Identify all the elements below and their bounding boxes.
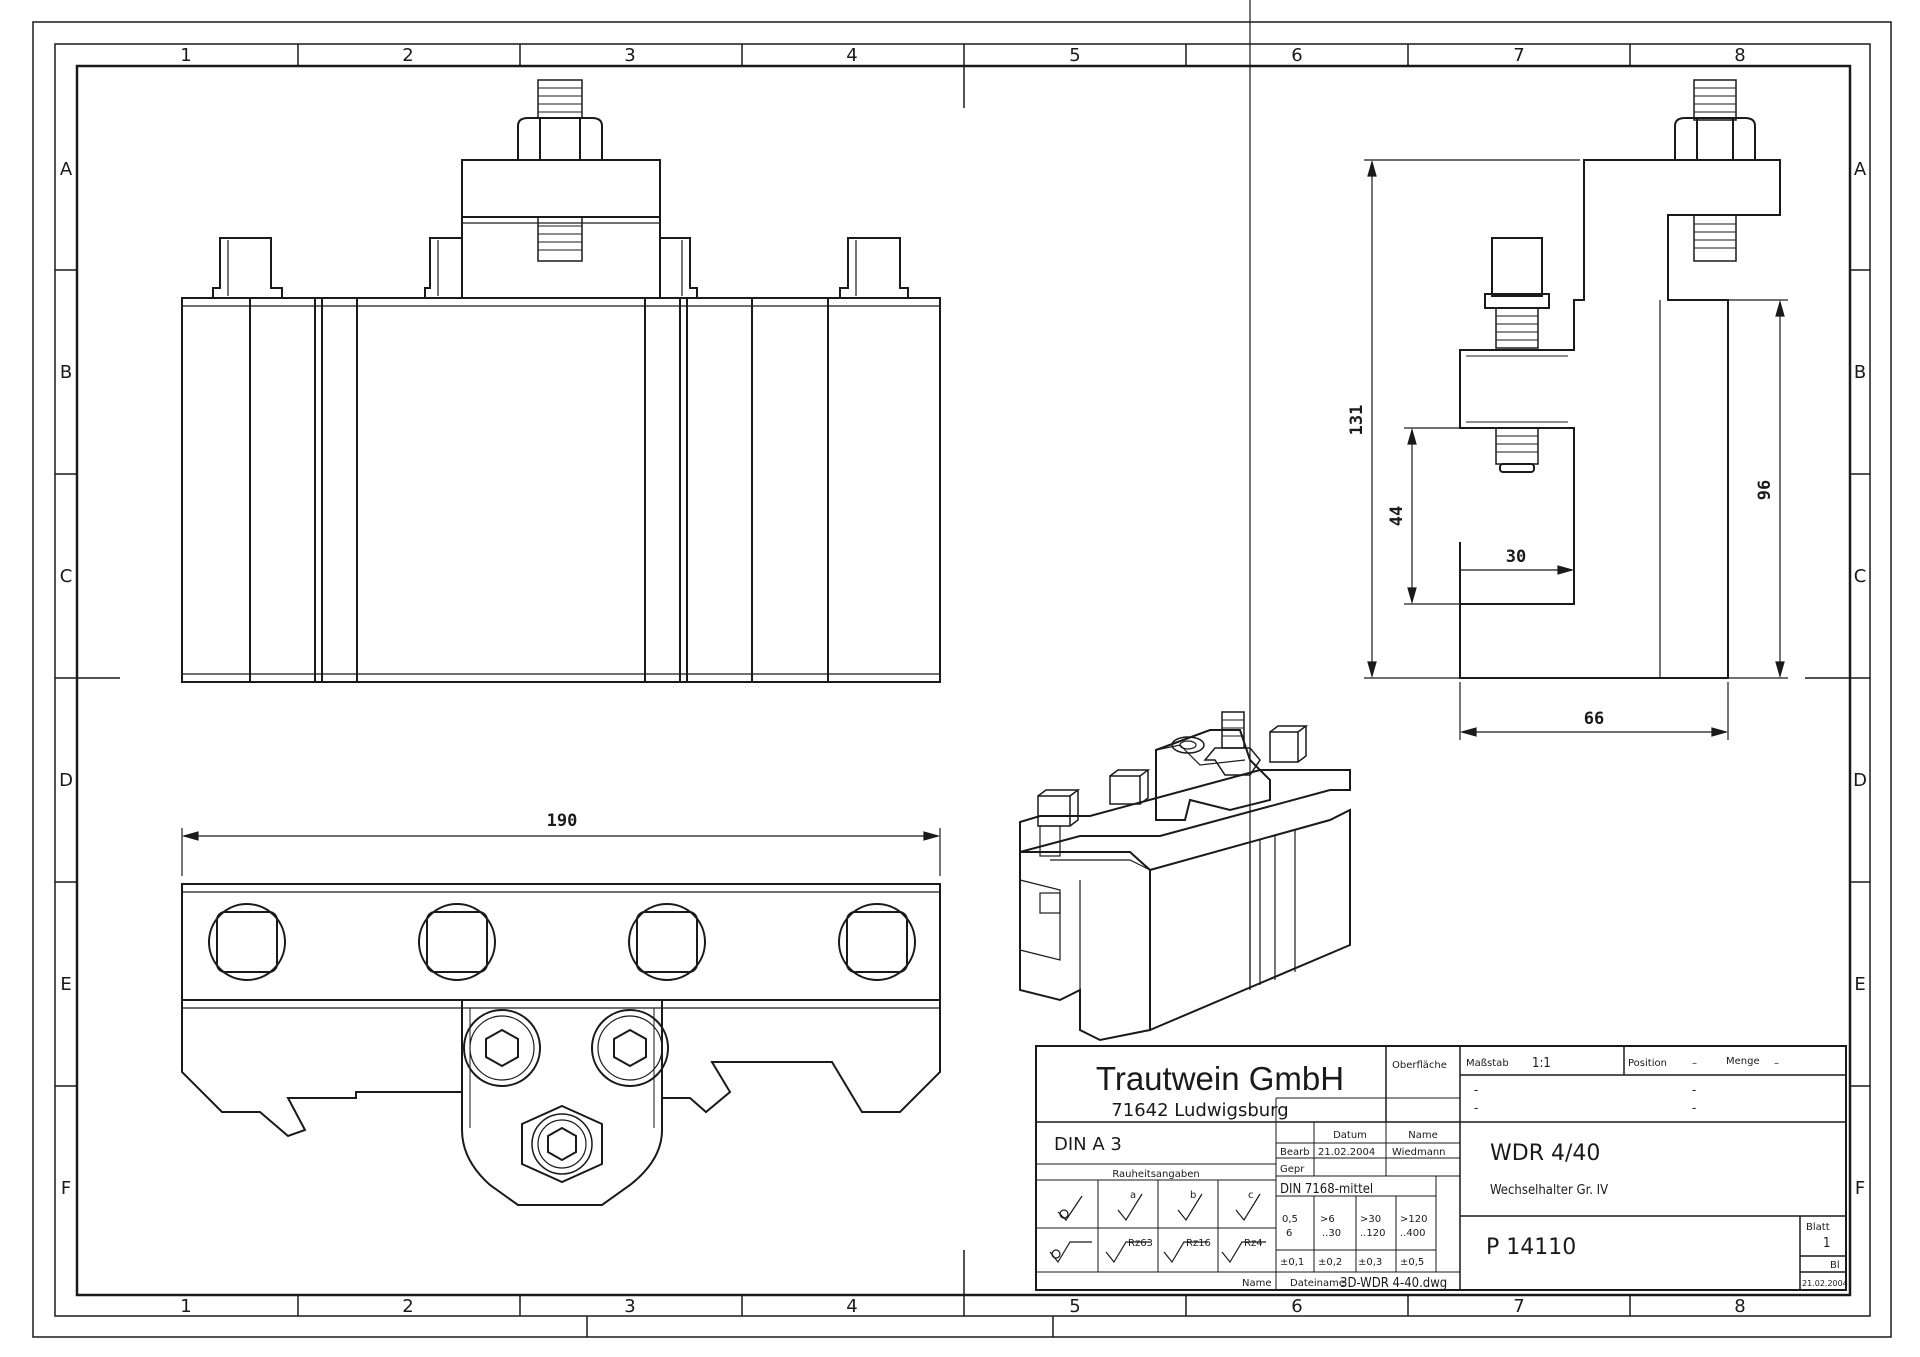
scale-label: Maßstab (1466, 1058, 1509, 1069)
sheet-label: Blatt (1806, 1222, 1830, 1233)
row-label-left: B (60, 362, 72, 383)
col-label-top: 7 (1513, 45, 1524, 66)
gepr-label: Gepr (1280, 1164, 1305, 1175)
row-label-right: A (1854, 159, 1867, 180)
side-view (1459, 79, 1781, 679)
roughness-mark: Rz63 (1128, 1238, 1153, 1249)
tol-range-top: 0,5 (1282, 1214, 1298, 1225)
row-label-right: B (1854, 362, 1866, 383)
dimension-66: 66 (1584, 709, 1604, 729)
col-label-bottom: 7 (1513, 1296, 1524, 1317)
date-header: Datum (1333, 1130, 1367, 1141)
part-name: WDR 4/40 (1490, 1141, 1600, 1166)
dash: - (1692, 1083, 1696, 1098)
bearb-name: Wiedmann (1392, 1147, 1446, 1158)
quantity-label: Menge (1726, 1056, 1760, 1067)
row-label-left: C (60, 566, 73, 587)
tol-range-bottom: ..120 (1360, 1228, 1385, 1239)
date-stamp: 21.02.2004 (1802, 1279, 1848, 1288)
grid-labels: 1 2 3 4 5 6 7 8 1 2 3 4 5 6 7 8 A B C D … (59, 45, 1867, 1317)
tol-range-top: >30 (1360, 1214, 1381, 1225)
dash: - (1692, 1101, 1696, 1116)
isometric-view (1019, 0, 1351, 1042)
dash: - (1474, 1083, 1478, 1098)
name-header: Name (1408, 1130, 1438, 1141)
roughness-letter: c (1248, 1190, 1254, 1201)
bearb-date: 21.02.2004 (1318, 1147, 1375, 1158)
col-label-bottom: 2 (402, 1296, 413, 1317)
dash: - (1474, 1101, 1478, 1116)
tol-range-top: >120 (1400, 1214, 1427, 1225)
row-label-left: A (60, 159, 73, 180)
dimension-44: 44 (1387, 506, 1407, 526)
column-grid-top (297, 44, 1631, 108)
tol-range-bottom: 6 (1286, 1228, 1292, 1239)
company-name: Trautwein GmbH (1096, 1060, 1344, 1097)
col-label-bottom: 5 (1069, 1296, 1080, 1317)
top-view (181, 828, 941, 1206)
row-label-left: E (60, 974, 71, 995)
front-view (181, 79, 941, 683)
side-view-dimension-text: 131 44 96 30 66 (1347, 405, 1775, 729)
title-block-text: Trautwein GmbH 71642 Ludwigsburg Oberflä… (1054, 1056, 1848, 1291)
col-label-bottom: 1 (180, 1296, 191, 1317)
row-label-right: E (1854, 974, 1865, 995)
row-label-right: D (1853, 770, 1867, 791)
bearb-label: Bearb (1280, 1147, 1310, 1158)
dimension-96: 96 (1755, 480, 1775, 500)
row-label-right: F (1855, 1178, 1865, 1199)
row-label-right: C (1854, 566, 1867, 587)
col-label-top: 6 (1291, 45, 1302, 66)
col-label-bottom: 4 (846, 1296, 857, 1317)
position-value: – (1692, 1058, 1697, 1069)
col-label-top: 1 (180, 45, 191, 66)
tol-range-bottom: ..400 (1400, 1228, 1425, 1239)
tolerance-standard: DIN 7168-mittel (1280, 1182, 1373, 1197)
tol-range-bottom: ..30 (1322, 1228, 1341, 1239)
sheet-value: 1 (1823, 1236, 1830, 1251)
row-label-left: D (59, 770, 73, 791)
col-label-top: 5 (1069, 45, 1080, 66)
tol-value: ±0,5 (1400, 1257, 1424, 1268)
file-label: Dateiname (1290, 1278, 1345, 1289)
tol-value: ±0,2 (1318, 1257, 1342, 1268)
tol-range-top: >6 (1320, 1214, 1335, 1225)
bl-label: Bl (1830, 1260, 1840, 1271)
col-label-top: 4 (846, 45, 857, 66)
tol-value: ±0,1 (1280, 1257, 1304, 1268)
side-view-dimensions (1364, 159, 1788, 740)
dimension-190: 190 (547, 811, 578, 831)
dimension-30: 30 (1506, 547, 1526, 567)
scale-value: 1:1 (1532, 1056, 1551, 1071)
col-label-top: 8 (1734, 45, 1745, 66)
company-city: 71642 Ludwigsburg (1111, 1100, 1288, 1121)
col-label-bottom: 8 (1734, 1296, 1745, 1317)
part-description: Wechselhalter Gr. IV (1490, 1183, 1608, 1198)
roughness-label: Rauheitsangaben (1112, 1169, 1199, 1180)
quantity-value: – (1774, 1058, 1779, 1069)
part-number: P 14110 (1486, 1235, 1576, 1260)
paper-format: DIN A 3 (1054, 1134, 1122, 1155)
roughness-mark: Rz16 (1186, 1238, 1211, 1249)
surface-label: Oberfläche (1392, 1060, 1447, 1071)
row-label-left: F (61, 1178, 71, 1199)
file-value: 3D-WDR 4-40.dwg (1340, 1276, 1447, 1291)
row-grid (55, 269, 1870, 1087)
col-label-top: 3 (624, 45, 635, 66)
col-label-top: 2 (402, 45, 413, 66)
dimension-131: 131 (1347, 405, 1367, 436)
col-label-bottom: 3 (624, 1296, 635, 1317)
title-block (1035, 1045, 1847, 1291)
column-grid-bottom (297, 1250, 1631, 1337)
roughness-letter: b (1190, 1190, 1196, 1201)
name-label: Name (1242, 1278, 1272, 1289)
col-label-bottom: 6 (1291, 1296, 1302, 1317)
sheet-frame (32, 21, 1892, 1338)
position-label: Position (1628, 1058, 1667, 1069)
roughness-mark: Rz4 (1244, 1238, 1263, 1249)
roughness-letter: a (1130, 1190, 1136, 1201)
tol-value: ±0,3 (1358, 1257, 1382, 1268)
